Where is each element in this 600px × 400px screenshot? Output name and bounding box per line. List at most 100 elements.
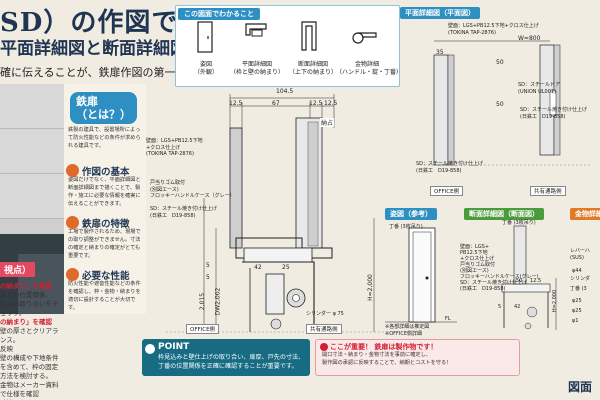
sidebar-intro: 鉄製の建具で、設置場所によって防火性能などの条件が求められる建具です。 [68,127,141,149]
wall-panel [0,174,64,219]
hardware-dim: φ1 [572,318,579,324]
section-performance: 必要な性能 [66,264,130,283]
dim-label: 50 [516,278,523,284]
note-line: 壁の構成や下地条件を含めて、枠の固定方法を検討する。 [0,354,59,380]
small-section-header: 断面詳細図（断面図） [464,208,544,220]
hinge-label: 丁番 (3枚吊り) [502,220,536,226]
elevation-note: ※各部詳細は推定図 [385,324,430,330]
plan-icon [245,23,267,36]
important-title: ここが重要！ 鉄扉は製作物です！ [330,343,438,351]
dim-label: 42 [254,264,262,271]
contents-icons [197,21,377,53]
dim-label: 50 [496,59,504,66]
gear-icon [66,216,79,229]
elevation-panel: 姿図（参考） 丁番 (3枚吊り) ※各部詳細は推定図 ※OFFICE側詳細 FL [385,208,457,338]
dim-label: 2,015 [199,292,207,311]
note-line: +クロス仕上げ [146,144,181,151]
hardware-dim: φ25 [572,298,582,304]
drawing-contents-header: この図面でわかること [178,8,260,20]
handle-icon [352,32,364,44]
common-side-tag: 共有通路側 [530,186,566,196]
sd-note: SD：スチール焼き付け仕上げ(日鉄工 D19-858) [150,206,217,219]
hardware-dim: φ44 [572,268,582,274]
hardware-panel: 金物詳細 レバーハ (SUS) シリンダ 丁番 (3 φ44 φ25 φ25 φ… [570,208,600,378]
note-line: SD：スチール焼き付け仕上げ [416,161,484,167]
sidebar-badge: 鉄扉 （とは？） [70,92,137,124]
sd-note-2: SD：スチール焼き付け仕上げ(日鉄工 D19-858) [416,161,483,174]
hinge-label: 丁番 (3枚吊り) [389,224,423,230]
note-line: +クロス仕上げ [460,256,495,262]
note-line: 金物はメーカー資料で仕様を確認 [0,381,59,398]
hardware-header: 金物詳細 [570,208,600,220]
point-body: 枠見込みと壁仕上げの取り合い、扉厚、戸先の寸法、丁番の位置関係を正確に確認するこ… [158,354,305,370]
note-line: (UNION UL001) [518,88,557,95]
cylinder-label: シリンダー φ 75 [306,311,344,317]
page-lead: 確に伝えることが、鉄扉作図の第一歩。 [0,66,198,79]
h-label: H=2,000 [366,274,374,301]
elevation-icon [197,21,213,53]
note-line: 反映 [0,345,13,353]
naka-label: 納占 [320,118,335,127]
small-section-svg [501,225,557,330]
note-line: の納まり」を確認 [0,282,52,290]
note-line: 壁面：LGS+PB12.5下地 [146,138,203,144]
note-line: SD：スチールドア [518,82,561,88]
note-line: 戸当りゴム取付 [460,262,496,268]
dim-label: 12.5 [229,100,243,107]
office-side-tag: OFFICE側 [186,324,220,334]
fl-label: FL [445,316,451,322]
plan-detail-panel: 平面詳細図（平面図） 壁面：LGS+PB12.5下地+クロス仕上げ(TOKINA… [400,5,594,200]
small-section-notes: 壁面：LGS+PB12.5下地+クロス仕上げ戸当りゴム取付(別図エース)フロッキ… [460,244,539,292]
elevation-header: 姿図（参考） [385,208,437,220]
right-note: SD：スチールドア(UNION UL001) [518,82,560,95]
dim-label: 104.5 [276,88,294,95]
pencil-icon [145,344,155,354]
important-box: ここが重要！ 鉄扉は製作物です！ 開口寸法・納まり・金物寸法を事前に確定し、製作… [315,339,520,376]
left-notes: の納まり」を確認床との位置関係、防火の取り合いをチェック。の納まり」を確認壁の厚… [0,282,62,400]
note-line: 防火の取り合いをチェック。 [0,300,59,317]
hardware-note: シリンダ [570,276,591,282]
dim-label: 12.5 [324,100,338,107]
plan-wall-note: 壁面：LGS+PB12.5下地+クロス仕上げ(TOKINA TAP-2876) [448,23,539,36]
elevation-svg [385,227,457,323]
dim-label: DW2,002 [214,287,222,316]
note-line: (日鉄工 D19-858) [416,167,462,174]
note-line: 戸当りゴム取付 [150,180,186,186]
common-side-tag: 共有通路側 [306,324,342,334]
small-section-panel: 断面詳細図（断面図） 壁面：LGS+PB12.5下地+クロス仕上げ戸当りゴム取付… [458,208,570,338]
plan-detail-header: 平面詳細図（平面図） [400,7,480,19]
section-basic: 作図の基本 [66,160,130,179]
pencil-icon [66,164,79,177]
section-title: 鉄扉の特徴 [82,219,130,230]
section-text: 工場で製作されるため、現場での取り調整ができません。寸法の確定と納まりの確定がと… [68,229,141,259]
contents-item: 断面詳細図（上下の納まり） [288,61,337,76]
hardware-dim: φ25 [572,308,582,314]
note-line: 壁面：LGS+ [460,244,490,250]
dim-label: 67 [272,100,280,107]
note-line: (別図エース) [460,268,489,274]
sidebar: 鉄扉 （とは？） 鉄製の建具で、設置場所によって防火性能などの条件が求められる建… [64,84,146,314]
dim-label: 25 [282,264,290,271]
shield-icon [66,268,79,281]
note-line: (日鉄工 D19-858) [460,286,506,292]
note-line: (TOKINA TAP-2876) [146,151,194,157]
note-line: 床との位置関係、 [0,291,52,299]
page-title: SD）の作図で [0,8,179,38]
section-icon [301,21,317,51]
elevation-note: ※OFFICE側詳細 [385,331,423,337]
hardware-note: レバーハ [570,248,590,254]
office-side-tag: OFFICE側 [430,186,464,196]
dim-label: 5 [498,304,502,310]
point-box: POINT 枠見込みと壁仕上げの取り合い、扉厚、戸先の寸法、丁番の位置関係を正確… [142,339,310,376]
sd-note: SD：スチール焼き付け仕上げ(日鉄工 D19-858) [520,107,587,120]
wall-note: 壁面：LGS+PB12.5下地+クロス仕上げ(TOKINA TAP-2876) [146,138,203,158]
note-line: (日鉄工 D19-858) [150,212,196,219]
note-line: PB12.5下地 [460,250,488,256]
badge-line: （とは？） [76,108,131,121]
dim-label: 5 [206,274,210,281]
note-line: SD：スチール焼き付け仕上げ [150,206,218,212]
left-notes-head: 視点） [0,262,36,277]
note-line: の納まり」を確認 [0,318,52,326]
wall-panel [0,129,64,174]
plan-detail-svg [420,40,590,166]
